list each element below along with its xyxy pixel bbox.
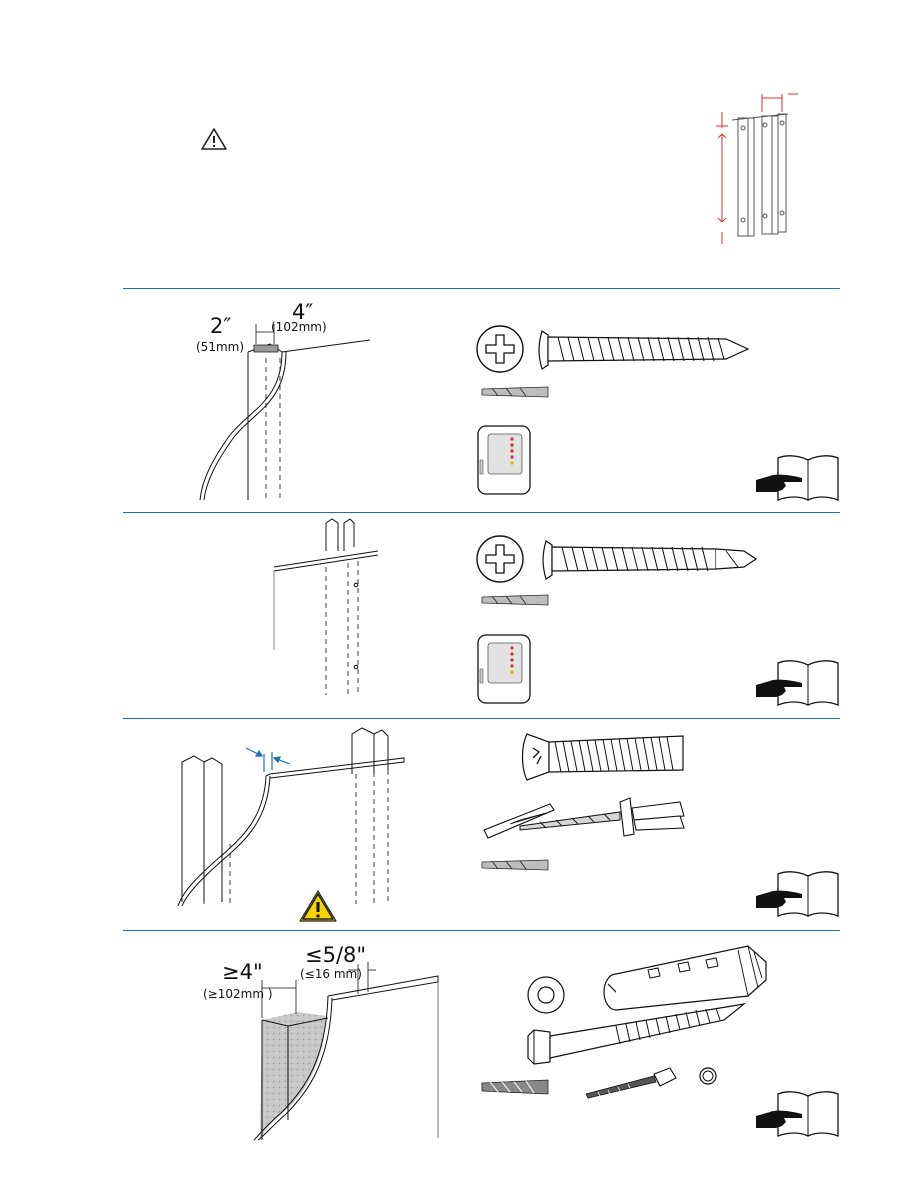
dimension-label-max-5-8in: ≤5/8" <box>305 943 366 967</box>
phillips-self-drilling-screw-icon <box>476 535 761 587</box>
socket-wrench-icon <box>584 1058 718 1100</box>
concrete-wall-diagram <box>248 960 448 1140</box>
steel-stud-diagram <box>268 515 388 700</box>
caution-triangle-outline-icon <box>200 127 228 151</box>
dimension-label-max-16mm: (≤16 mm) <box>300 967 362 981</box>
stud-spacing-dimension-icon <box>712 88 802 248</box>
hollow-wall-diagram <box>174 724 414 906</box>
drill-bit-icon <box>480 858 550 872</box>
see-manual-icon <box>756 868 840 918</box>
dimension-label-min-4in: ≥4" <box>222 960 263 984</box>
section-divider <box>123 718 840 719</box>
phillips-wood-screw-icon <box>476 325 751 377</box>
drill-bit-icon <box>480 593 550 607</box>
dimension-label-51mm: (51mm) <box>196 340 244 354</box>
see-manual-icon <box>756 1088 840 1138</box>
warning-triangle-icon <box>298 889 338 923</box>
masonry-drill-bit-icon <box>480 1078 550 1096</box>
dimension-label-min-102mm: (≥102mm ) <box>203 987 273 1001</box>
toggle-bolt-icon <box>519 730 687 784</box>
see-manual-icon <box>756 452 840 502</box>
toggle-wing-anchor-icon <box>480 790 690 846</box>
dimension-label-102mm: (102mm) <box>271 320 327 334</box>
section-divider <box>123 512 840 513</box>
section-divider <box>123 930 840 931</box>
see-manual-icon <box>756 657 840 707</box>
stud-finder-icon <box>476 424 532 496</box>
stud-finder-icon <box>476 633 532 705</box>
drill-bit-icon <box>480 385 550 399</box>
section-divider <box>123 288 840 289</box>
dimension-label-2in: 2″ <box>210 314 231 338</box>
